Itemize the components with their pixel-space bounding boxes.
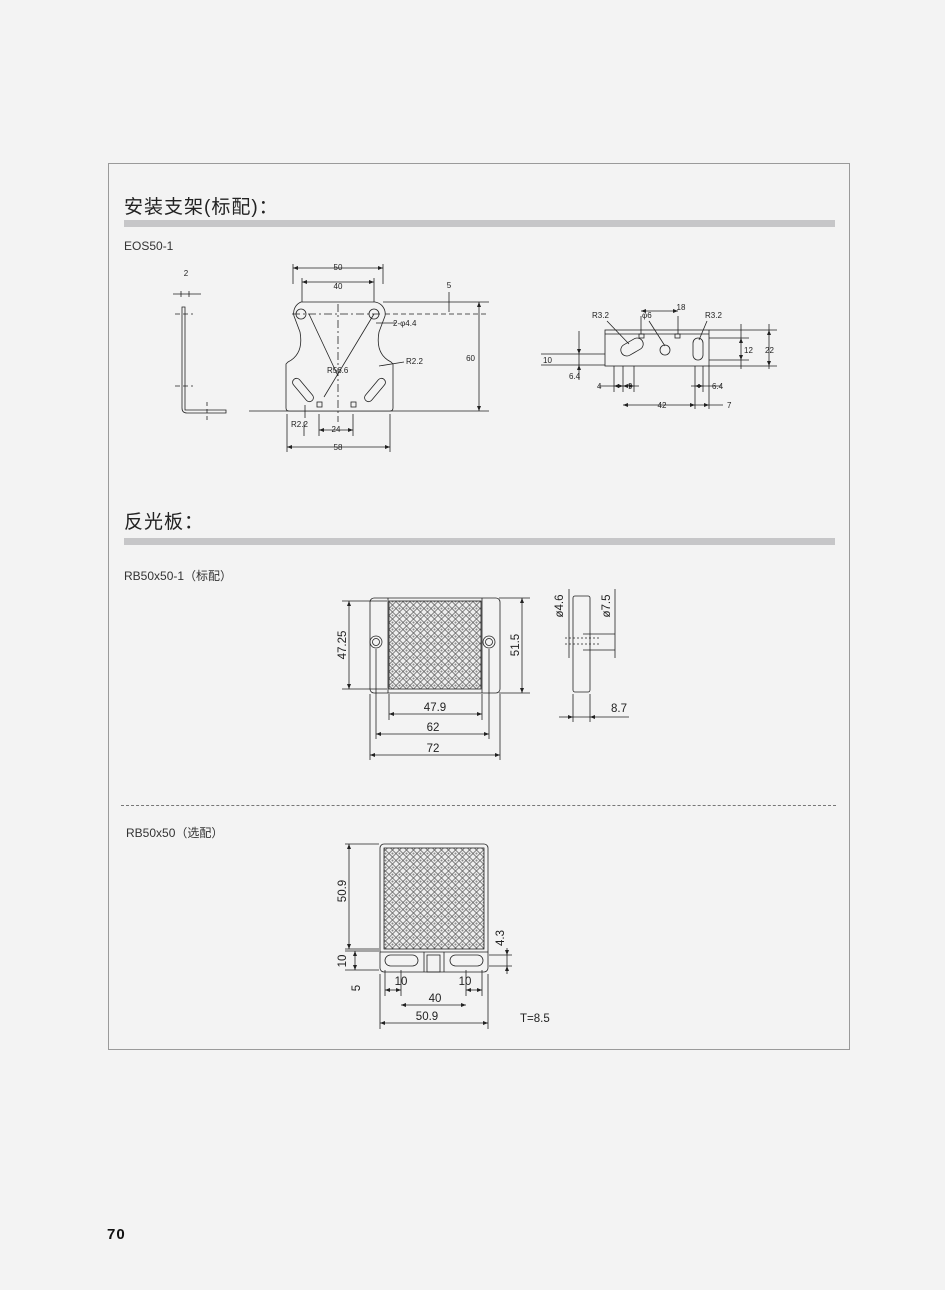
rb50x50-tab-offset: 5 [351, 985, 363, 991]
bracket-front-hole-spacing: 40 [334, 282, 343, 291]
bracket-front-slot-radius-left: R2.2 [291, 420, 308, 429]
bracket-top-dim-4: 4 [597, 382, 602, 391]
section-bar-reflector [124, 538, 835, 545]
rb50x50-1-width-reflect: 47.9 [424, 702, 446, 714]
rb50x50-1-side-hole: ø4.6 [554, 594, 566, 617]
rb50x50-width: 50.9 [416, 1011, 438, 1023]
rb50x50-1-side-thickness: 8.7 [611, 703, 627, 715]
bracket-top-hole-dia: φ6 [642, 311, 652, 320]
bracket-front-width-top: 50 [334, 263, 343, 272]
rb50x50-1-height-inner: 47.25 [337, 631, 349, 660]
bracket-front-hole-spec: 2-φ4.4 [393, 319, 417, 328]
rb50x50-height: 50.9 [337, 880, 349, 902]
bracket-top-dim-10: 10 [543, 356, 552, 365]
rb50x50-thickness: T=8.5 [520, 1013, 550, 1025]
bracket-top-view: R3.2 φ6 18 R3.2 10 6.4 4 9 12 22 6.4 42 … [541, 303, 777, 410]
bracket-top-dim-12: 12 [744, 346, 753, 355]
rb50x50-tab-height: 10 [337, 955, 349, 968]
bracket-side-thickness: 2 [184, 269, 189, 278]
rb50x50-label: RB50x50（选配） [126, 826, 224, 840]
rb50x50-1-front-view: 47.25 51.5 47.9 62 72 [337, 597, 530, 760]
bracket-side-view: 2 [173, 269, 227, 422]
bracket-top-dim-6-4-right: 6.4 [712, 382, 724, 391]
bracket-front-height: 60 [466, 354, 475, 363]
section-title-bracket: 安装支架(标配)： [124, 197, 279, 218]
bracket-top-dim-6-4-left: 6.4 [569, 372, 581, 381]
bracket-front-base-width: 58 [334, 443, 343, 452]
bracket-top-dim-42: 42 [658, 401, 667, 410]
bracket-top-dim-9: 9 [628, 382, 633, 391]
rb50x50-1-label: RB50x50-1（标配） [124, 569, 233, 583]
rb50x50-1-side-view: ø4.6 ø7.5 8.7 [554, 589, 629, 722]
bracket-front-arc-radius: R56.6 [327, 366, 349, 375]
bracket-top-slot-radius-right: R3.2 [705, 311, 722, 320]
bracket-front-top-offset: 5 [447, 281, 452, 290]
rb50x50-1-side-counter: ø7.5 [601, 594, 613, 617]
bracket-model-label: EOS50-1 [124, 239, 174, 253]
bracket-top-slot-radius-left: R3.2 [592, 311, 609, 320]
bracket-front-view: 50 40 5 2-φ4.4 60 R56.6 R2.2 R2.2 24 58 [249, 263, 489, 452]
rb50x50-slot-offset: 4.3 [495, 930, 507, 946]
rb50x50-1-width-total: 72 [427, 743, 440, 755]
rb50x50-1-width-holes: 62 [427, 722, 440, 734]
bracket-top-dim-7: 7 [727, 401, 732, 410]
bracket-top-spacing-a: 18 [677, 303, 686, 312]
rb50x50-slot-spacing: 40 [429, 993, 442, 1005]
rb50x50-slot-len-right: 10 [459, 976, 472, 988]
rb50x50-slot-len-left: 10 [395, 976, 408, 988]
content-frame: 安装支架(标配)： EOS50-1 2 [108, 163, 850, 1050]
section-title-reflector: 反光板： [124, 512, 205, 533]
bracket-top-dim-22: 22 [765, 346, 774, 355]
section-divider [121, 805, 836, 806]
bracket-front-slot-spacing: 24 [332, 425, 341, 434]
bracket-front-slot-radius-right: R2.2 [406, 357, 423, 366]
section-bar-bracket [124, 220, 835, 227]
page-number: 70 [107, 1226, 126, 1243]
rb50x50-1-height-outer: 51.5 [510, 634, 522, 656]
rb50x50-front-view: 50.9 10 5 4.3 10 10 40 50.9 T=8.5 [337, 843, 550, 1029]
